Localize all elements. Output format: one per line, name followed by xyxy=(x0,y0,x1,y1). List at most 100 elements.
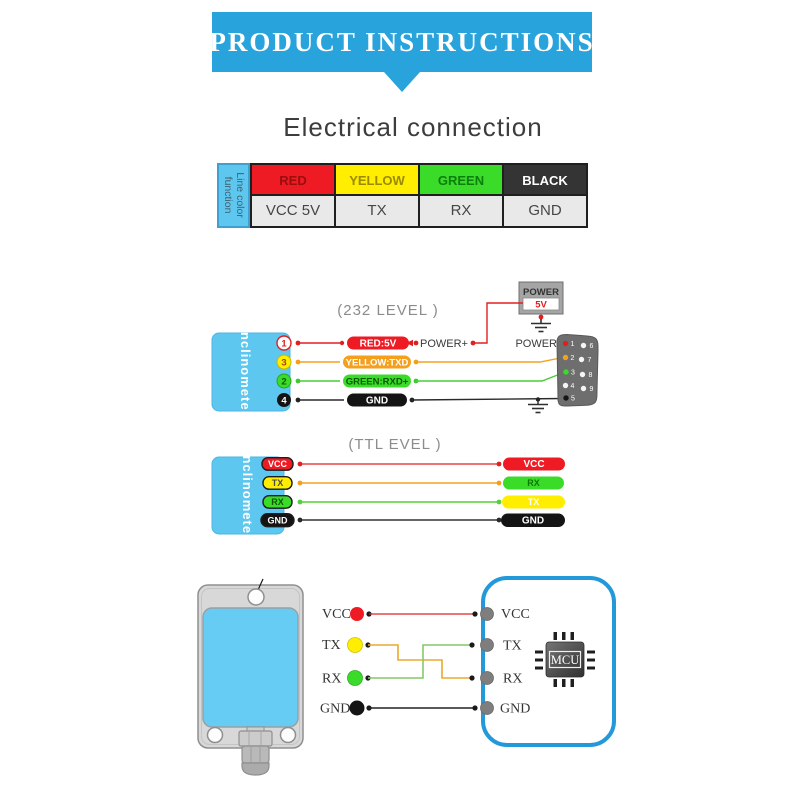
board-pin-label-tx: TX xyxy=(503,639,522,654)
level-232-title: (232 LEVEL ) xyxy=(337,302,439,319)
svg-text:RED:5V: RED:5V xyxy=(360,339,397,350)
board-pin-rx xyxy=(480,671,494,685)
screw-hole-right xyxy=(279,726,297,744)
svg-text:GND: GND xyxy=(366,396,388,407)
svg-text:VCC: VCC xyxy=(523,459,544,470)
sensor-pin-label-tx: TX xyxy=(322,638,341,653)
side-header-line1: Line color xyxy=(233,172,246,219)
device-front-panel xyxy=(202,607,299,728)
banner-title: PRODUCT INSTRUCTIONS xyxy=(209,26,595,57)
board-pin-vcc xyxy=(480,607,494,621)
db9-pin-5: 5 xyxy=(571,396,575,403)
banner-notch xyxy=(384,72,420,92)
rx-dot xyxy=(347,670,363,686)
yellow-function-cell: TX xyxy=(336,196,418,226)
power-plus-label: POWER+ xyxy=(420,338,468,350)
table-column-yellow: YELLOW TX xyxy=(334,165,418,226)
svg-text:YELLOW:TXD: YELLOW:TXD xyxy=(346,358,409,369)
ttl-left-pill-vcc: VCC xyxy=(261,457,294,471)
cable-gland xyxy=(238,726,273,776)
wire-red-232 xyxy=(295,340,345,346)
svg-text:3: 3 xyxy=(281,358,286,369)
table-column-green: GREEN RX xyxy=(418,165,502,226)
wire-pill-greenrxd: GREEN:RXD+ xyxy=(343,374,411,388)
table-side-header: Line color function xyxy=(217,163,250,228)
board-pin-tx xyxy=(480,638,494,652)
ttl-diagram: (TTL EVEL ) Inclinometer VCC TX RX GND V… xyxy=(211,436,565,540)
db9-pin-8: 8 xyxy=(589,372,593,379)
table-column-black: BLACK GND xyxy=(502,165,586,226)
svg-text:GND: GND xyxy=(268,515,289,525)
ttl-left-pill-gnd: GND xyxy=(260,513,295,528)
arrow-left-icon xyxy=(406,339,413,347)
svg-text:TX: TX xyxy=(272,478,284,488)
ttl-right-pill-vcc: VCC xyxy=(503,457,565,471)
wire-color-table: Line color function RED VCC 5V YELLOW TX… xyxy=(217,163,588,228)
wire-pill-red5v: RED:5V xyxy=(347,336,409,350)
db9-pin-6: 6 xyxy=(590,343,594,350)
side-header-line2: function xyxy=(221,177,234,214)
sensor-pin-label-gnd: GND xyxy=(320,702,350,717)
board-pin-label-vcc: VCC xyxy=(501,607,530,622)
table-column-red: RED VCC 5V xyxy=(252,165,334,226)
power-box-label: POWER xyxy=(523,287,559,298)
db9-pin-9: 9 xyxy=(590,386,594,393)
svg-text:RX: RX xyxy=(527,478,540,488)
board-pin-gnd xyxy=(480,701,494,715)
tx-dot xyxy=(347,637,363,653)
product-instructions-banner: PRODUCT INSTRUCTIONS xyxy=(209,12,595,72)
ttl-left-pill-rx: RX xyxy=(262,495,293,509)
pin-circle-4: 4 xyxy=(277,393,291,407)
wire-pill-gnd: GND xyxy=(347,393,407,407)
db9-pin-7: 7 xyxy=(588,357,592,364)
svg-text:2: 2 xyxy=(281,377,286,388)
inclinometer-device xyxy=(197,578,304,776)
green-function-cell: RX xyxy=(420,196,502,226)
red-function-cell: VCC 5V xyxy=(252,196,334,226)
green-header-cell: GREEN xyxy=(420,165,502,196)
mount-hole xyxy=(247,588,265,606)
ttl-right-pill-rx: RX xyxy=(503,476,564,490)
inclinometer-label-ttl: Inclinometer xyxy=(240,451,255,540)
db9-pin-1: 1 xyxy=(571,341,575,348)
power-feed-wire xyxy=(474,302,523,344)
sensor-pin-label-rx: RX xyxy=(322,672,341,687)
black-function-cell: GND xyxy=(504,196,586,226)
pin-circle-1: 1 xyxy=(276,335,292,351)
sensor-pin-label-vcc: VCC xyxy=(322,607,351,622)
svg-text:TX: TX xyxy=(528,497,540,507)
ttl-right-pill-gnd: GND xyxy=(501,513,565,527)
svg-text:GREEN:RXD+: GREEN:RXD+ xyxy=(346,377,409,388)
vcc-dot xyxy=(350,607,364,621)
db9-pin-3: 3 xyxy=(571,370,575,377)
screw-hole-left xyxy=(206,726,224,744)
db9-pin-2: 2 xyxy=(571,355,575,362)
db9-power-label: POWER xyxy=(515,338,557,350)
ground-symbol-db9 xyxy=(528,403,548,414)
inclinometer-label-232: Inclinometer xyxy=(238,327,253,416)
seal-wire-icon xyxy=(257,578,264,591)
red-header-cell: RED xyxy=(252,165,334,196)
svg-text:VCC: VCC xyxy=(268,459,288,469)
black-header-cell: BLACK xyxy=(504,165,586,196)
svg-text:RX: RX xyxy=(271,497,284,507)
board-pin-label-rx: RX xyxy=(503,672,522,687)
power-box-voltage: 5V xyxy=(535,300,547,311)
svg-text:GND: GND xyxy=(522,516,544,527)
mcu-wires xyxy=(365,611,478,711)
db9-pin-4: 4 xyxy=(571,383,575,390)
mcu-chip-label: MCU xyxy=(551,653,579,667)
ttl-left-pill-tx: TX xyxy=(262,476,293,490)
gnd-dot xyxy=(349,700,365,716)
pin-circle-2: 2 xyxy=(276,373,292,389)
wire-green-232 xyxy=(295,371,565,384)
db9-connector: 1 2 3 4 5 6 7 8 9 xyxy=(556,333,599,407)
ground-symbol-power xyxy=(531,319,551,333)
wire-pill-yellowtxd: YELLOW:TXD xyxy=(343,355,411,369)
mcu-chip-icon: MCU xyxy=(535,632,595,687)
ttl-right-pill-tx: TX xyxy=(502,495,565,509)
svg-text:4: 4 xyxy=(281,396,287,407)
mcu-board: VCC TX RX GND MCU xyxy=(480,576,616,747)
svg-text:1: 1 xyxy=(281,339,287,350)
wire-black-232 xyxy=(295,397,565,414)
